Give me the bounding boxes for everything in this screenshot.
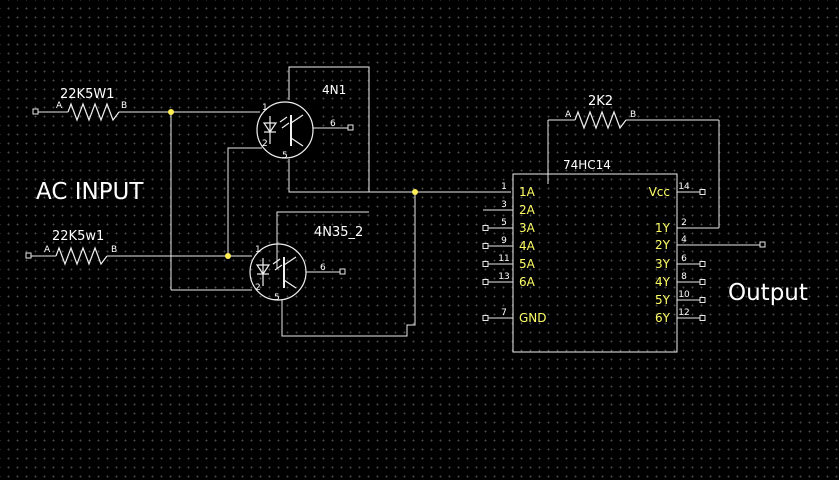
pin-terminal[interactable] bbox=[482, 315, 489, 321]
ic-pin-3y[interactable]: 6 3Y bbox=[655, 254, 706, 271]
ic-pin-2y[interactable]: 4 2Y bbox=[655, 235, 687, 252]
ic-pin-number: 7 bbox=[501, 308, 507, 318]
ic-pin-name: 4A bbox=[519, 239, 536, 253]
r3-name: 2K2 bbox=[588, 94, 613, 109]
terminal-u2-pin6[interactable] bbox=[339, 268, 346, 275]
ic-pin-name: 1A bbox=[519, 185, 536, 199]
ic-pin-name: 3Y bbox=[655, 257, 671, 271]
ic-pin-name: 3A bbox=[519, 221, 536, 235]
ic-pin-6y[interactable]: 12 6Y bbox=[655, 308, 706, 325]
ic-pin-5a[interactable]: 11 5A bbox=[482, 254, 536, 271]
r3-pin-b-label: B bbox=[630, 110, 636, 120]
ic-pin-number: 4 bbox=[681, 235, 687, 245]
ic-pin-number: 6 bbox=[681, 254, 687, 264]
ic-pin-number: 5 bbox=[501, 218, 507, 228]
ic-74hc14[interactable]: 74HC14 bbox=[512, 158, 678, 353]
ic-pin-3a[interactable]: 5 3A bbox=[482, 218, 536, 235]
ic-pin-2a[interactable]: 3 2A bbox=[501, 200, 536, 217]
ic-pin-vcc[interactable]: 14 Vcc bbox=[649, 182, 706, 199]
resistor-r3[interactable]: A B 2K2 bbox=[547, 94, 720, 229]
pin-terminal[interactable] bbox=[699, 189, 706, 195]
ic-pin-name: 5Y bbox=[655, 293, 671, 307]
pin-terminal[interactable] bbox=[699, 297, 706, 303]
ic-pin-name: 5A bbox=[519, 257, 536, 271]
pin-terminal[interactable] bbox=[699, 315, 706, 321]
u1-pin-2: 2 bbox=[262, 139, 268, 149]
optocoupler-u2[interactable]: 4N35_2 1 2 6 5 bbox=[249, 211, 369, 303]
ic-pin-number: 11 bbox=[498, 254, 509, 264]
ic-pin-name: 4Y bbox=[655, 275, 671, 289]
ic-pin-1a[interactable]: 1 1A bbox=[501, 182, 536, 199]
r2-name: 22K5w1 bbox=[52, 229, 104, 244]
ic-pin-number: 2 bbox=[681, 218, 687, 228]
r1-pin-b-label: B bbox=[121, 101, 127, 111]
ac-input-label: AC INPUT bbox=[36, 179, 144, 205]
ic-pin-4y[interactable]: 8 4Y bbox=[655, 272, 706, 289]
optocoupler-u1[interactable]: 4N1 1 2 6 5 bbox=[250, 66, 370, 193]
ic-pin-number: 12 bbox=[678, 308, 689, 318]
ic-pin-name: 2A bbox=[519, 203, 536, 217]
pin-terminal[interactable] bbox=[699, 279, 706, 285]
ic-pin-number: 1 bbox=[501, 182, 507, 192]
terminal-u1-pin6[interactable] bbox=[347, 124, 354, 131]
r1-pin-a-label: A bbox=[56, 101, 63, 111]
ic-pin-1y[interactable]: 2 1Y bbox=[655, 218, 687, 235]
ic-pin-name: 1Y bbox=[655, 221, 671, 235]
r3-pin-a-label: A bbox=[565, 110, 572, 120]
ic-pin-5y[interactable]: 10 5Y bbox=[655, 290, 706, 307]
ic-pin-number: 8 bbox=[681, 272, 687, 282]
pin-terminal[interactable] bbox=[482, 261, 489, 267]
ic-name: 74HC14 bbox=[563, 158, 611, 172]
resistor-r1[interactable]: A B 22K5W1 bbox=[32, 87, 171, 122]
u2-pin-2: 2 bbox=[255, 283, 261, 293]
u2-name: 4N35_2 bbox=[314, 225, 363, 240]
terminal-r2-a[interactable] bbox=[25, 252, 32, 259]
junction-dot bbox=[168, 109, 174, 115]
output-label: Output bbox=[728, 280, 808, 306]
u1-name: 4N1 bbox=[322, 83, 346, 97]
pin-terminal[interactable] bbox=[482, 243, 489, 249]
ic-pin-name: 6A bbox=[519, 275, 536, 289]
ic-left-pins: 1 1A 3 2A 5 3A 9 4A 11 5A 13 6A 7 GND bbox=[482, 182, 547, 325]
u1-pin-5: 5 bbox=[282, 151, 288, 161]
ic-pin-name: 6Y bbox=[655, 311, 671, 325]
ic-pin-gnd[interactable]: 7 GND bbox=[482, 308, 547, 325]
ic-pin-name: 2Y bbox=[655, 238, 671, 252]
u2-pin-6: 6 bbox=[320, 263, 326, 273]
r1-name: 22K5W1 bbox=[60, 87, 114, 102]
ic-pin-6a[interactable]: 13 6A bbox=[482, 272, 536, 289]
ic-pin-number: 9 bbox=[501, 236, 507, 246]
junction-dot bbox=[225, 253, 231, 259]
r2-pin-a-label: A bbox=[44, 245, 51, 255]
ic-pin-number: 3 bbox=[501, 200, 507, 210]
resistor-r2[interactable]: A B 22K5w1 bbox=[25, 229, 228, 266]
ic-pin-number: 10 bbox=[678, 290, 690, 300]
ic-pin-number: 14 bbox=[678, 182, 690, 192]
output-terminal[interactable] bbox=[759, 241, 766, 248]
u2-pin-5: 5 bbox=[274, 293, 280, 303]
r2-pin-b-label: B bbox=[111, 245, 117, 255]
pin-terminal[interactable] bbox=[699, 261, 706, 267]
ic-right-pins: 14 Vcc 2 1Y 4 2Y 6 3Y 8 4Y 10 5Y 12 6Y bbox=[649, 182, 706, 325]
u1-pin-1: 1 bbox=[262, 103, 268, 113]
ic-pin-4a[interactable]: 9 4A bbox=[482, 236, 536, 253]
terminal-r1-a[interactable] bbox=[32, 108, 39, 115]
u2-pin-1: 1 bbox=[255, 245, 261, 255]
u1-pin-6: 6 bbox=[330, 119, 336, 129]
ic-pin-name: Vcc bbox=[649, 185, 670, 199]
ic-pin-number: 13 bbox=[498, 272, 509, 282]
pin-terminal[interactable] bbox=[482, 225, 489, 231]
ic-pin-name: GND bbox=[519, 311, 547, 325]
junction-dot bbox=[412, 189, 418, 195]
pin-terminal[interactable] bbox=[482, 279, 489, 285]
